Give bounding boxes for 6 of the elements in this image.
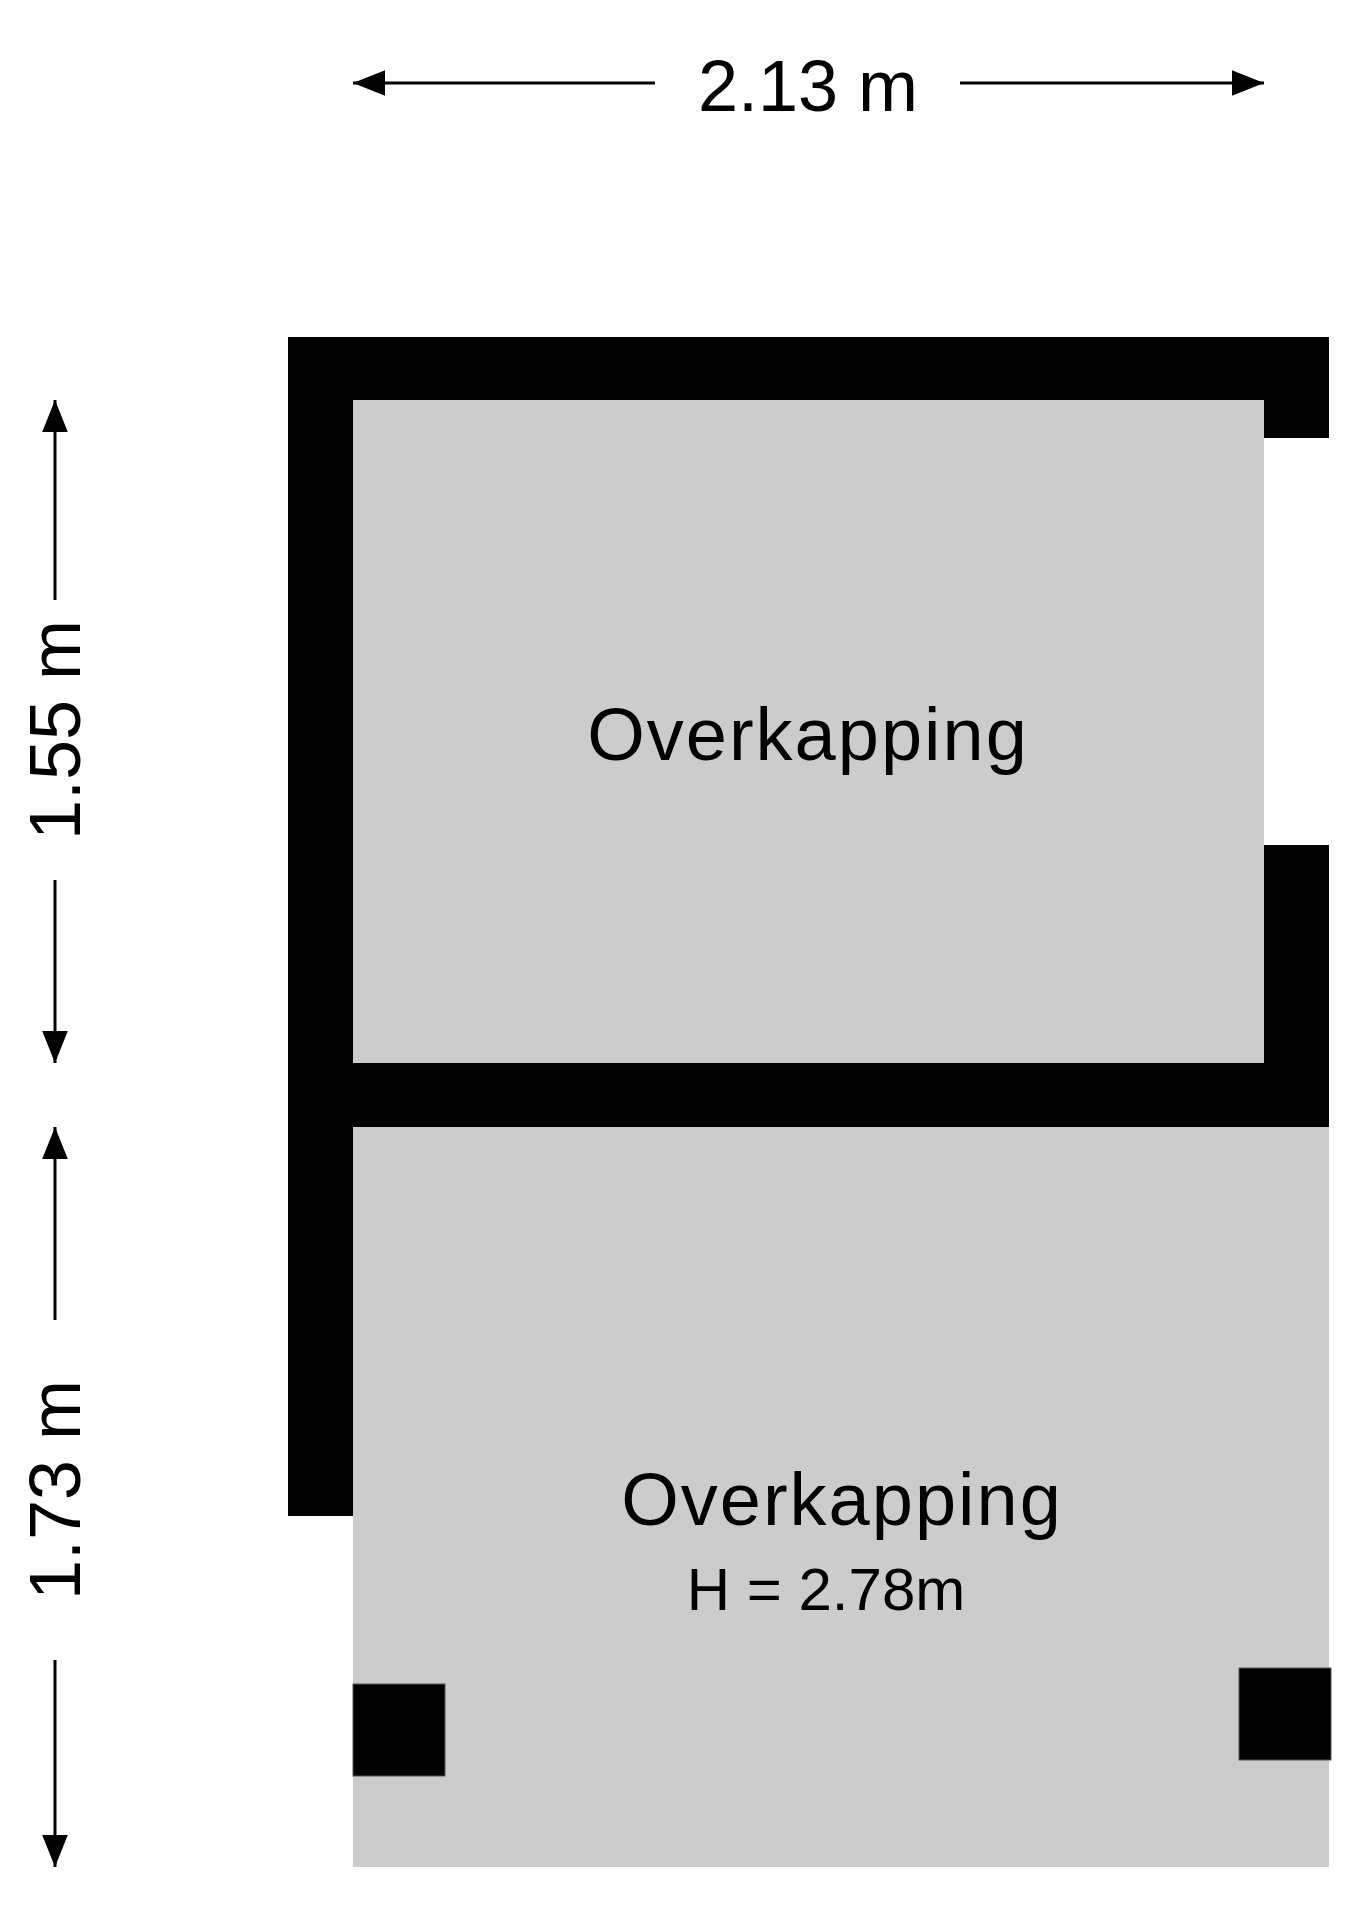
height-label: H = 2.78m xyxy=(686,1560,966,1620)
room-floor xyxy=(353,400,1264,1063)
dimension-label: 1.73 m xyxy=(19,1379,91,1601)
dimension-label: 1.55 m xyxy=(19,619,91,841)
room-floor xyxy=(353,1127,1329,1867)
dimension-label: 2.13 m xyxy=(697,50,919,122)
